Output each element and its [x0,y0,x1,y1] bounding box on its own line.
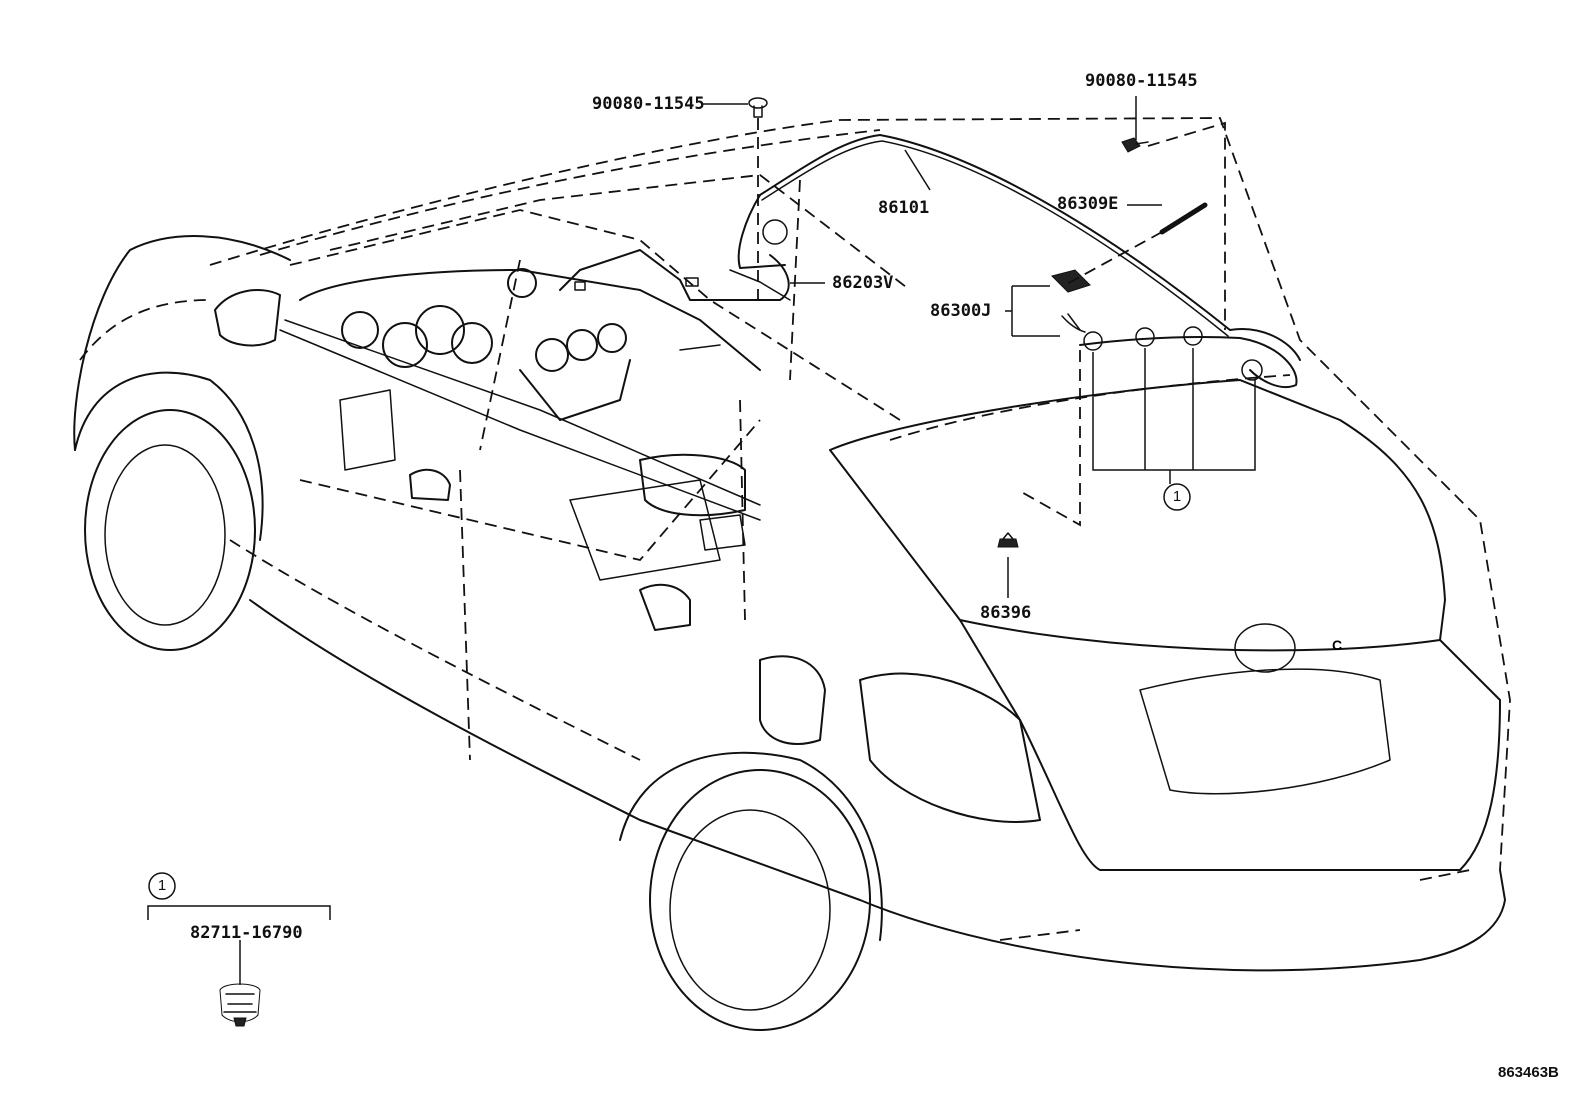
antenna-icon [1159,202,1208,235]
part-label-clip: 82711-16790 [190,923,303,943]
svg-text:C: C [1332,637,1342,653]
interior-outline [279,268,761,581]
reference-callout-legend: 1 [157,877,167,894]
clamp-icon [997,532,1019,548]
part-label-bolt-right: 90080-11545 [1085,71,1198,91]
part-label-antenna-cord: 86101 [878,198,930,218]
part-label-antenna-element: 86309E [1057,194,1119,214]
vehicle-body-outline: C [73,117,1511,1031]
leader-lines [147,96,1256,985]
reference-callout-main: 1 [1172,488,1182,505]
part-label-cord-sub: 86203V [832,273,894,293]
bolt-icon [748,97,768,118]
antenna-pad [1051,269,1091,333]
bolt-icon [1121,137,1149,153]
part-label-antenna-assy: 86300J [930,301,992,321]
part-label-clamp: 86396 [980,603,1032,623]
antenna-cord-harness [559,134,1301,389]
part-label-bolt-left: 90080-11545 [592,94,705,114]
drawing-code: 863463B [1498,1064,1559,1081]
clip-icon [219,983,261,1027]
